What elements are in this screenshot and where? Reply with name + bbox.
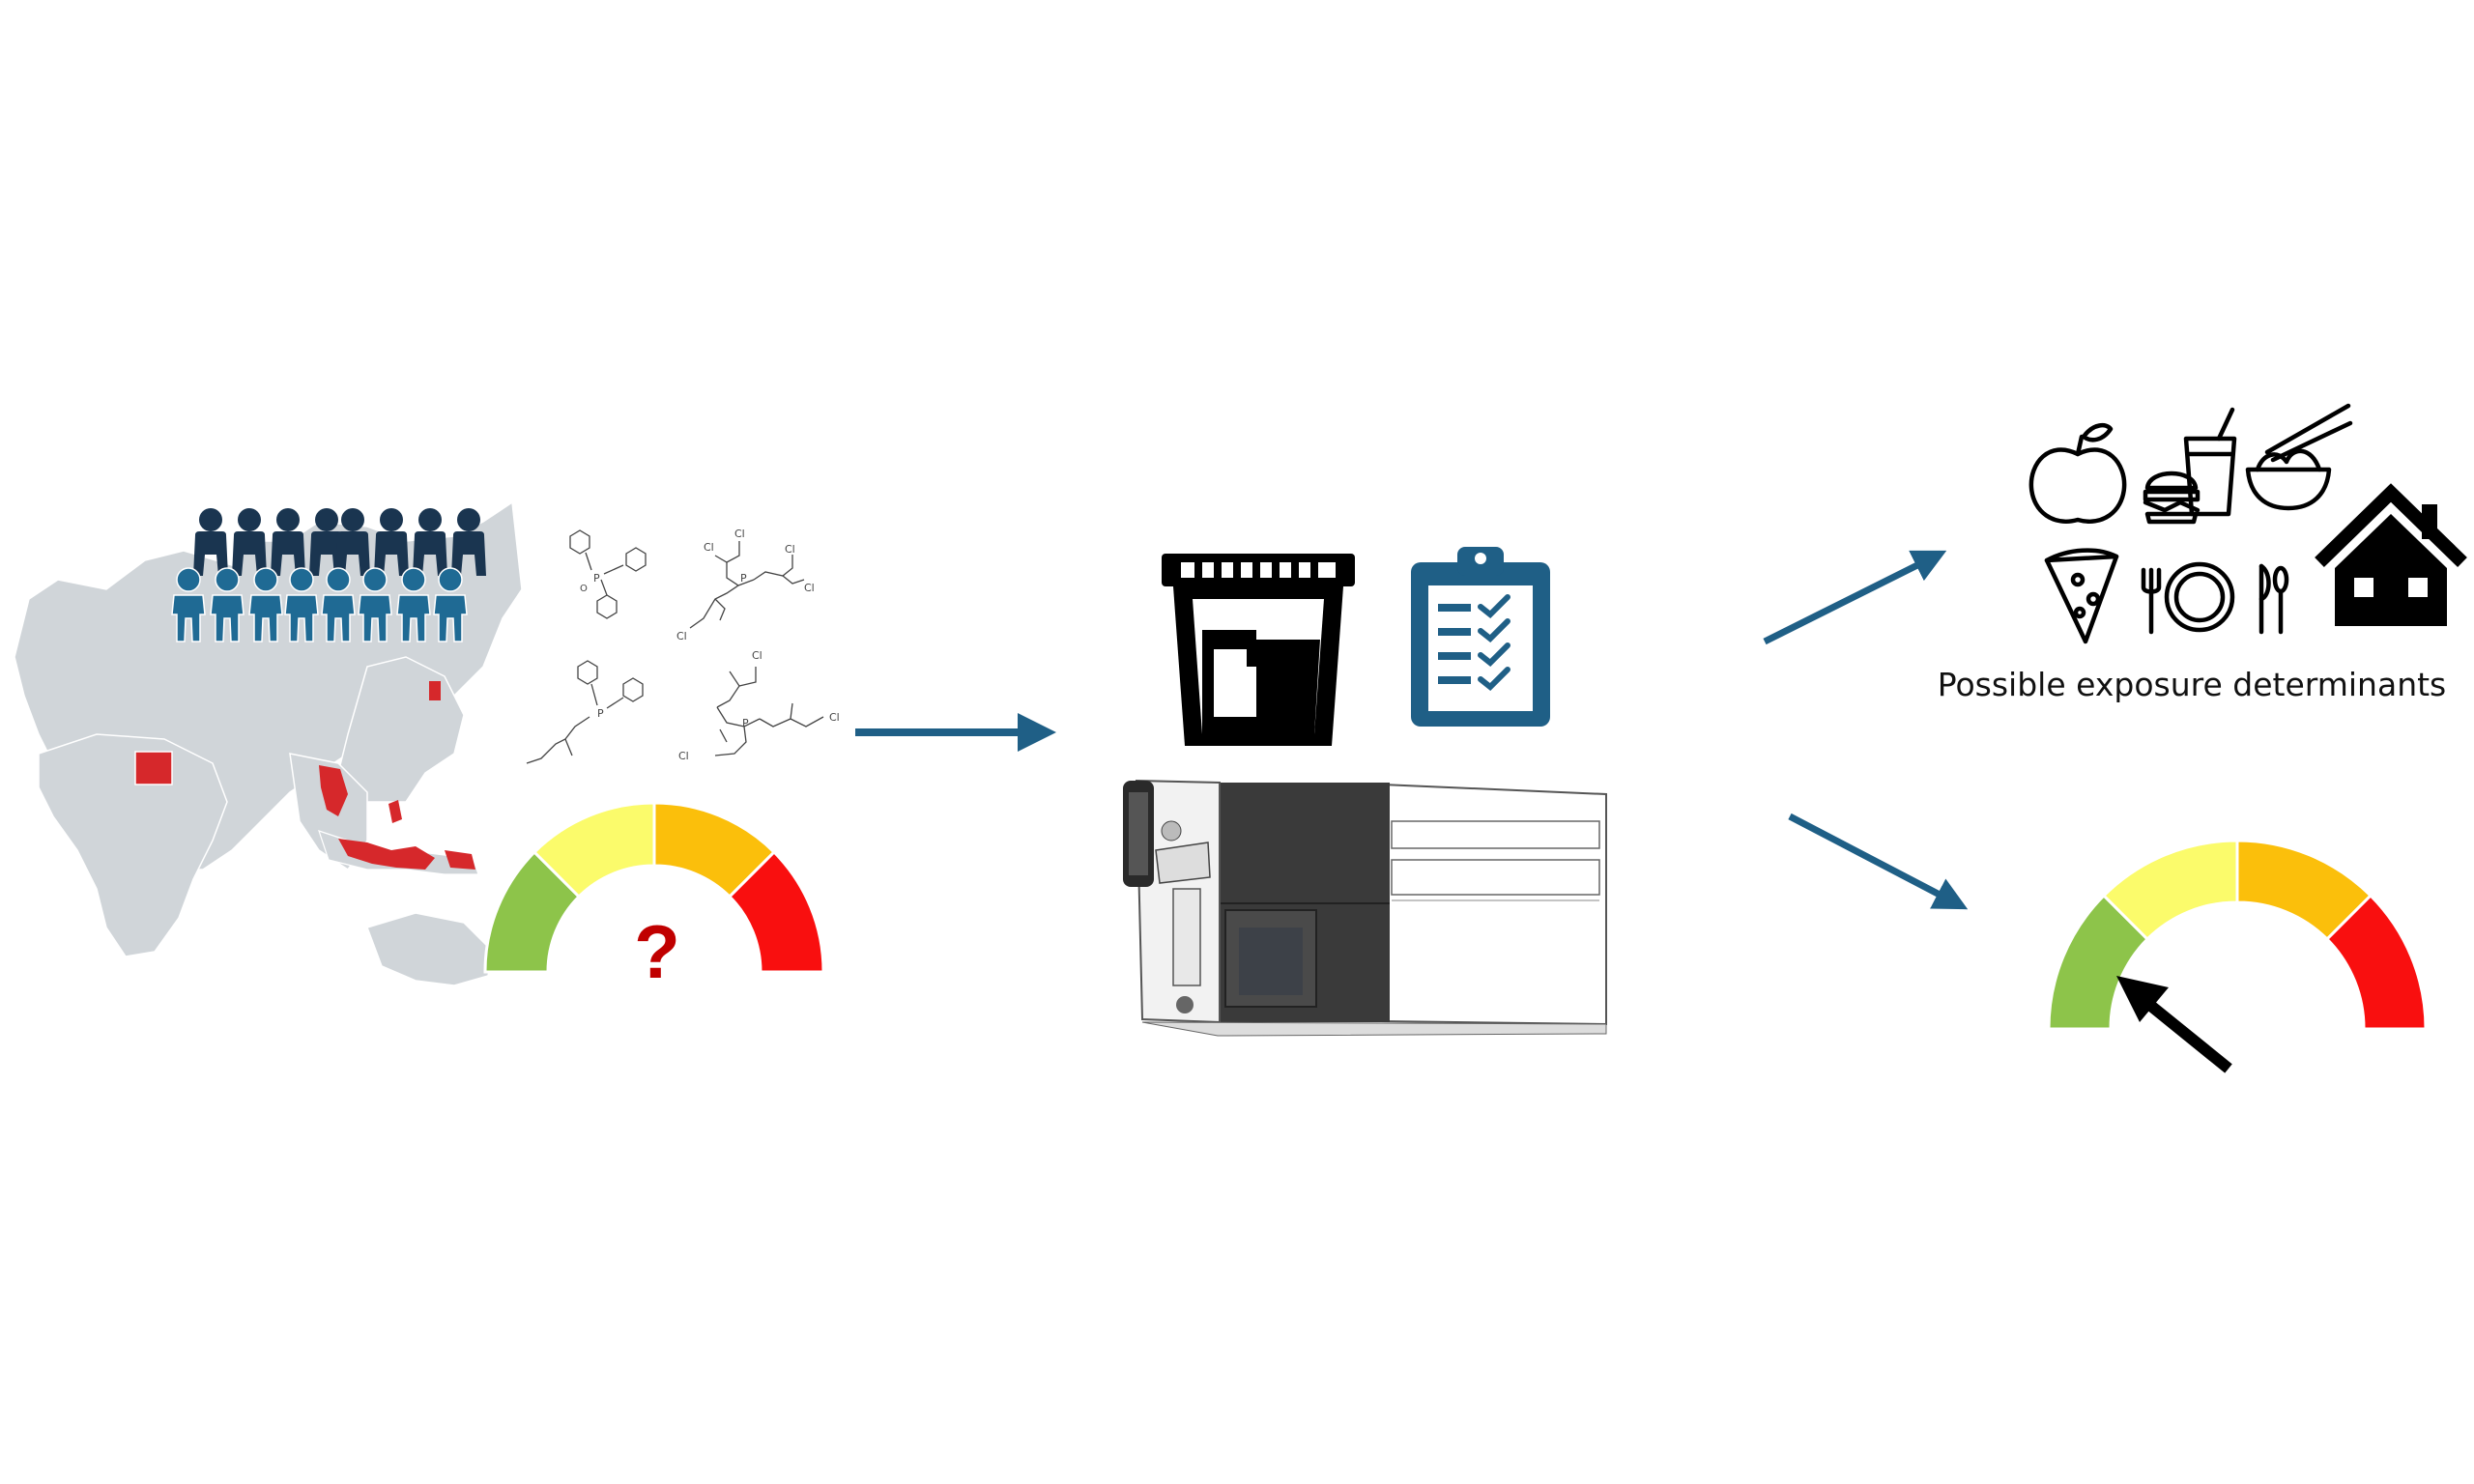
- gauge-left-red: [727, 849, 825, 974]
- svg-text:Cl: Cl: [678, 750, 689, 762]
- svg-text:Cl: Cl: [752, 649, 762, 662]
- gauge-pointer-arrow: [2116, 976, 2232, 1073]
- svg-text:Cl: Cl: [704, 541, 714, 554]
- gauge-right-red: [2324, 893, 2428, 1031]
- chem-triphenyl-phosphate: P O: [569, 529, 647, 619]
- map-highlight-east-asia: [429, 681, 441, 700]
- noodle-bowl-icon: [2245, 403, 2353, 511]
- map-landmass-australia: [366, 912, 494, 986]
- uncertain-exposure-gauge: ?: [483, 801, 825, 994]
- flow-arrow-to-exposure-level: [1788, 813, 1969, 910]
- sampling-analysis-panel: [1123, 547, 1607, 1037]
- world-map: [14, 500, 523, 986]
- svg-text:Cl: Cl: [804, 582, 815, 594]
- svg-text:Cl: Cl: [785, 543, 795, 556]
- drink-cup-icon: [2183, 407, 2237, 517]
- people-group: [171, 508, 486, 642]
- svg-text:P: P: [597, 707, 604, 720]
- svg-text:O: O: [580, 584, 588, 594]
- map-highlight-papua: [445, 850, 475, 870]
- exposure-gauge-low: [2047, 839, 2428, 1073]
- map-highlight-philippines: [388, 800, 402, 823]
- lc-ms-instrument: [1123, 779, 1607, 1037]
- map-landmass-africa: [38, 733, 228, 957]
- outcomes-panel: Possible exposure determinants: [1938, 403, 2467, 1073]
- flow-arrow-to-determinants: [1763, 550, 1947, 645]
- map-highlight-egypt: [134, 751, 173, 785]
- svg-text:Cl: Cl: [676, 630, 687, 642]
- chemical-structures: P O Cl Cl Cl Cl Cl P: [526, 528, 840, 764]
- urine-cup-icon: [1162, 554, 1355, 746]
- chem-tdcipp: Cl Cl Cl Cl Cl P: [676, 528, 815, 642]
- svg-text:P: P: [593, 572, 600, 585]
- study-population-panel: P O Cl Cl Cl Cl Cl P: [14, 500, 840, 994]
- questionnaire-clipboard-icon: [1411, 547, 1550, 727]
- exposure-determinant-icons: [2028, 403, 2353, 644]
- apple-icon: [2028, 422, 2127, 524]
- determinants-label: Possible exposure determinants: [1938, 666, 2447, 703]
- house-icon: [2315, 483, 2467, 626]
- svg-text:P: P: [740, 572, 747, 585]
- pizza-icon: [2044, 548, 2119, 644]
- plate-cutlery-icon: [2141, 561, 2289, 635]
- burger-icon: [2143, 471, 2201, 525]
- map-highlight-thailand-region: [319, 765, 348, 816]
- chem-tcipp: Cl Cl Cl P: [678, 649, 840, 762]
- people-row-back: [193, 508, 486, 576]
- svg-text:P: P: [742, 717, 749, 729]
- map-highlight-malaysia-indonesia: [338, 839, 435, 870]
- svg-text:Cl: Cl: [829, 711, 840, 724]
- gauge-question-mark: ?: [634, 909, 680, 994]
- chem-ehdpp: P: [526, 660, 644, 764]
- svg-text:Cl: Cl: [734, 528, 745, 540]
